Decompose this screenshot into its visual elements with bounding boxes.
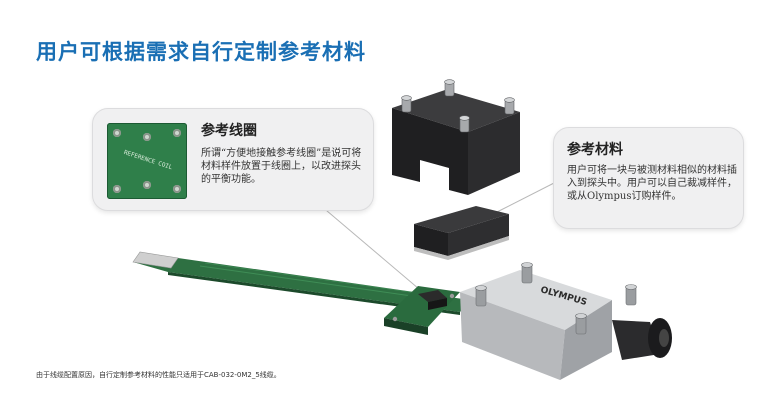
- reference-material-title: 参考材料: [567, 142, 623, 158]
- thumb-label: REFERENCE COIL: [122, 149, 174, 172]
- footnote: 由于线缆配置原因，自行定制参考材料的性能只适用于CAB-032-0M2_5线缆。: [36, 371, 281, 379]
- reference-coil-callout: REFERENCE COIL 参考线圈 所谓“方便地接触参考线圈”是说可将材料样…: [92, 108, 374, 211]
- reference-material-plate: [414, 206, 509, 260]
- reference-material-description: 用户可将一块与被测材料相似的材料插入到探头中。用户可以自己裁减样件，或从Olym…: [567, 165, 737, 202]
- probe-housing: OLYMPUS: [460, 262, 637, 380]
- reference-coil-title: 参考线圈: [201, 123, 257, 139]
- page-title: 用户可根据需求自行定制参考材料: [36, 40, 366, 64]
- reference-coil-description: 所谓“方便地接触参考线圈”是说可将材料样件放置于线圈上，以改进探头的平衡功能。: [201, 148, 362, 185]
- reference-material-callout: 参考材料 用户可将一块与被测材料相似的材料插入到探头中。用户可以自己裁减样件，或…: [553, 127, 744, 229]
- material-pointer-line: [496, 181, 557, 213]
- coil-pointer-line: [319, 204, 433, 301]
- reference-coil-thumbnail: REFERENCE COIL: [107, 123, 187, 199]
- cable-gland: [612, 318, 672, 360]
- reference-coil-carrier: [384, 286, 460, 335]
- flex-cable: [132, 251, 470, 315]
- probe-cover: [392, 79, 520, 195]
